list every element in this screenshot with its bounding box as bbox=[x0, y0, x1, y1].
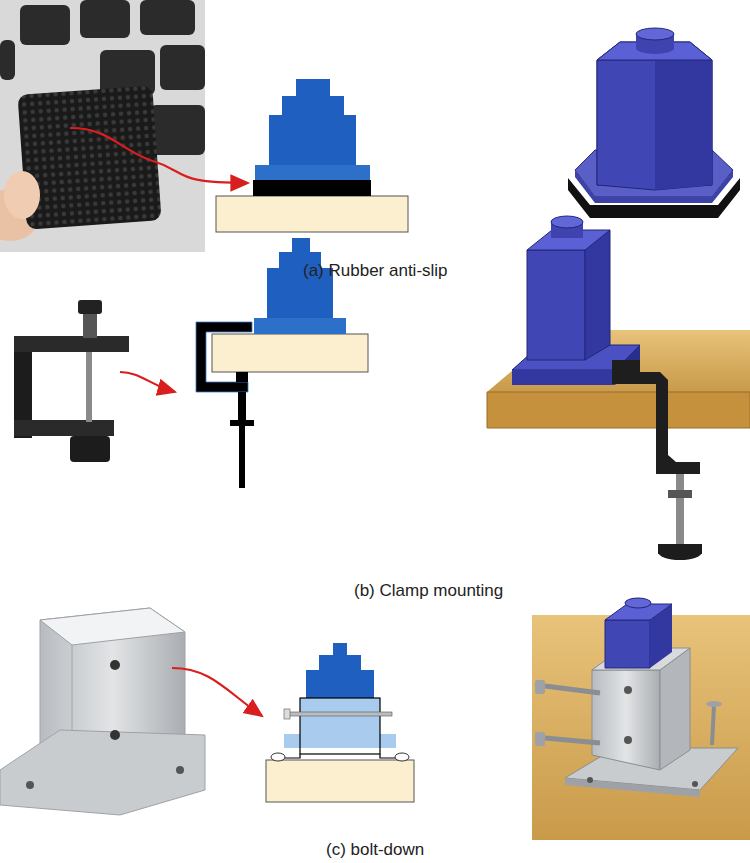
rubber-3d bbox=[568, 28, 740, 218]
panel-caption: (b) Clamp mounting bbox=[354, 581, 503, 601]
bracket-photo bbox=[0, 608, 205, 815]
clamp-photo bbox=[14, 300, 129, 462]
panel-caption: (c) bolt-down bbox=[326, 840, 424, 860]
rubber-schematic bbox=[216, 79, 408, 232]
bolt-3d bbox=[532, 598, 750, 840]
leader-arrow bbox=[70, 128, 248, 183]
clamp-3d bbox=[487, 216, 750, 560]
panel-caption: (a) Rubber anti-slip bbox=[303, 261, 448, 281]
rubber-pad-photo bbox=[0, 0, 205, 252]
leader-arrow bbox=[120, 372, 175, 392]
bolt-schematic bbox=[266, 643, 414, 802]
leader-arrow bbox=[172, 668, 262, 716]
